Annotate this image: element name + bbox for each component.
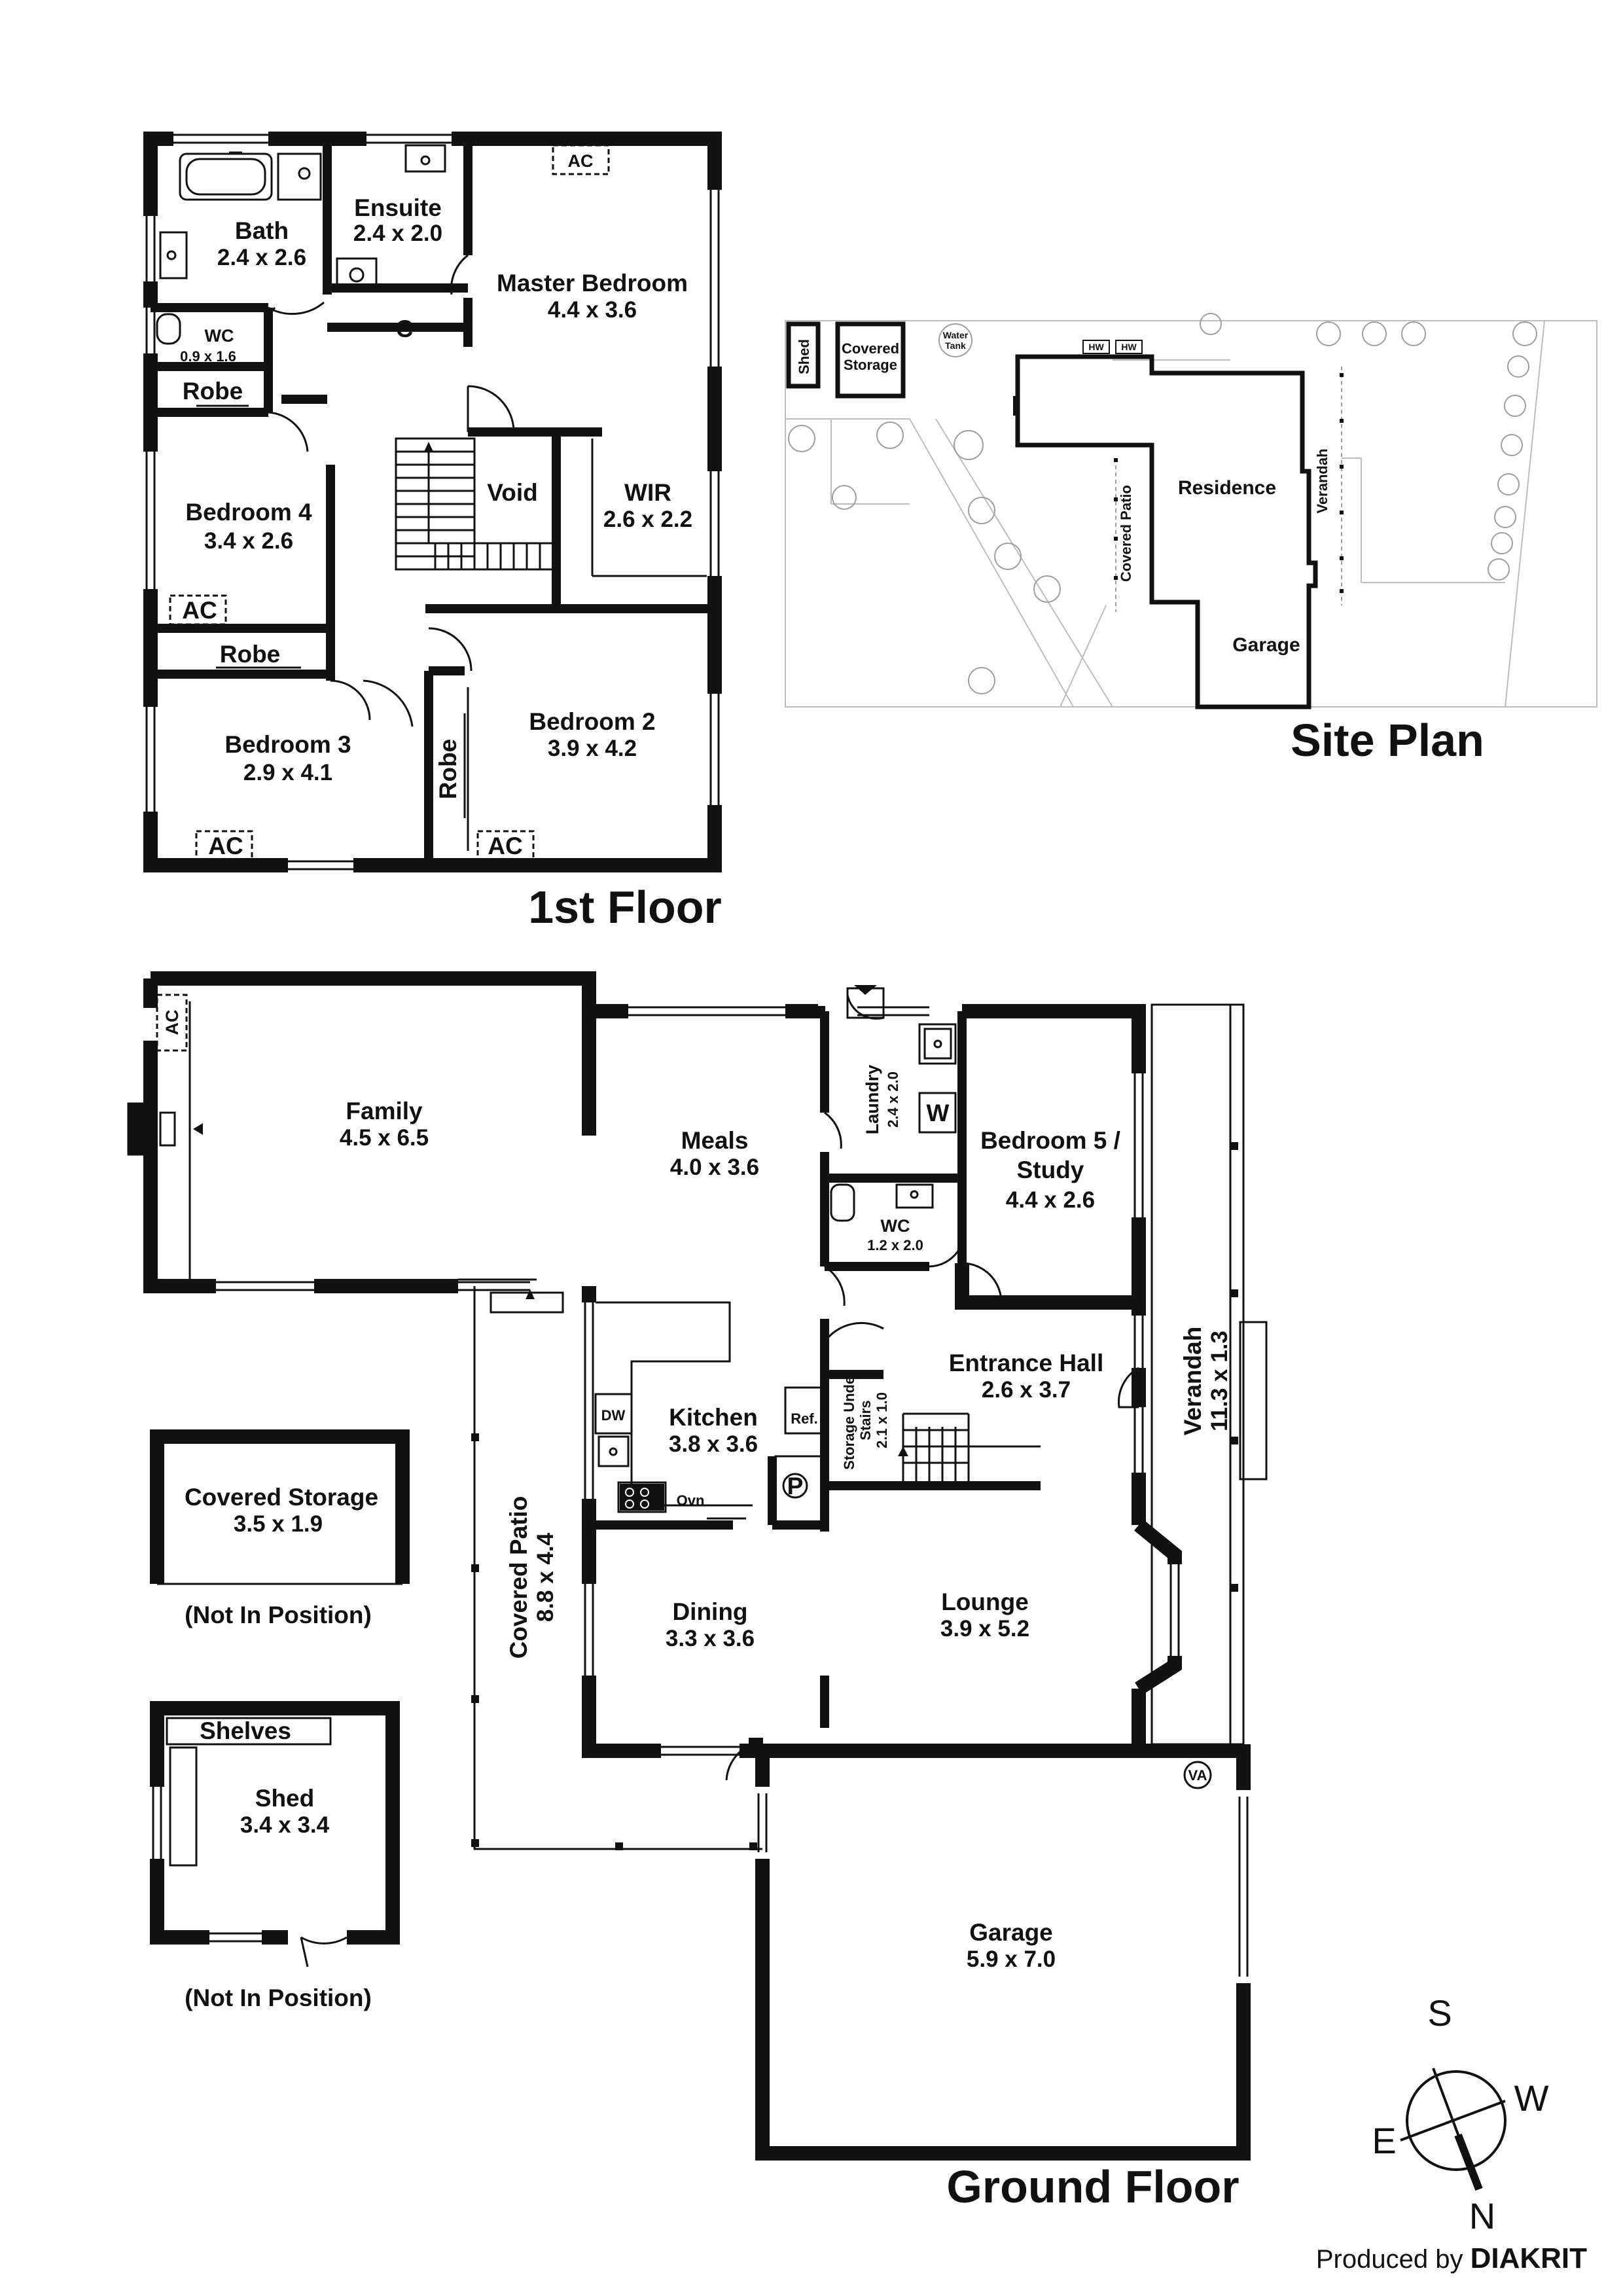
room-verandah-name: Verandah <box>1179 1327 1206 1436</box>
room-patio-dim: 8.8 x 4.4 <box>533 1532 558 1622</box>
room-meals-name: Meals <box>681 1127 749 1154</box>
room-dining-dim: 3.3 x 3.6 <box>666 1626 755 1651</box>
room-bed3-dim: 2.9 x 4.1 <box>243 760 332 785</box>
site-plan: Shed Covered Storage Water Tank HW HW Re… <box>785 313 1597 766</box>
shed-note: (Not In Position) <box>185 1984 372 2011</box>
site-label-storage: Storage <box>844 357 897 373</box>
room-laundry-name: Laundry <box>863 1065 882 1135</box>
credit-prefix: Produced by <box>1316 2245 1471 2274</box>
ground-floor-title: Ground Floor <box>946 2161 1239 2212</box>
room-wc-dim: 1.2 x 2.0 <box>867 1237 923 1253</box>
label-pantry: P <box>787 1473 804 1499</box>
compass-w: W <box>1514 2077 1549 2119</box>
room-bed5-dim: 4.4 x 2.6 <box>1006 1187 1095 1213</box>
room-bath-dim: 2.4 x 2.6 <box>217 245 306 270</box>
room-lounge-dim: 3.9 x 5.2 <box>940 1616 1029 1641</box>
room-w-name: W <box>927 1100 950 1126</box>
shed-dim: 3.4 x 3.4 <box>240 1812 330 1838</box>
credit-line: Produced by DIAKRIT <box>1316 2242 1587 2274</box>
credit-brand: DIAKRIT <box>1471 2242 1588 2274</box>
room-family-dim: 4.5 x 6.5 <box>340 1125 429 1151</box>
room-wc-name: WC <box>881 1216 910 1236</box>
room-void-name: Void <box>487 479 537 506</box>
room-bed2-name: Bedroom 2 <box>529 708 655 735</box>
site-label-shed: Shed <box>796 339 812 374</box>
label-ovn: Ovn <box>677 1492 705 1509</box>
room-robe2-name: Robe <box>435 739 461 800</box>
ac-label-bed3: AC <box>208 833 243 859</box>
covered-storage-dim: 3.5 x 1.9 <box>234 1511 323 1537</box>
ground-floor-plan <box>127 971 1268 2161</box>
site-plan-title: Site Plan <box>1291 715 1484 766</box>
label-ref: Ref. <box>791 1410 818 1427</box>
room-kitchen-dim: 3.8 x 3.6 <box>669 1431 758 1457</box>
room-master-name: Master Bedroom <box>497 270 688 296</box>
room-bed2-dim: 3.9 x 4.2 <box>548 736 637 761</box>
first-floor-plan <box>143 131 722 873</box>
site-label-tank: Tank <box>945 340 966 351</box>
room-bed3-name: Bedroom 3 <box>224 731 351 758</box>
room-family-name: Family <box>346 1098 423 1124</box>
label-va: VA <box>1188 1767 1207 1784</box>
site-label-hw-1: HW <box>1088 342 1104 352</box>
room-storage-name-2: Stairs <box>857 1400 874 1440</box>
room-bed5-name-2: Study <box>1017 1157 1084 1183</box>
room-entrance-dim: 2.6 x 3.7 <box>982 1377 1071 1403</box>
room-bed4-name: Bedroom 4 <box>185 499 312 526</box>
room-storage-dim: 2.1 x 1.0 <box>874 1392 890 1448</box>
site-label-residence: Residence <box>1178 477 1276 499</box>
room-wc-name: WC <box>205 326 234 346</box>
compass-e: E <box>1372 2120 1396 2161</box>
shed-shelves: Shelves <box>200 1717 291 1744</box>
ac-label-bed4: AC <box>182 597 217 624</box>
room-robe4-name: Robe <box>183 378 243 404</box>
room-storage-name-1: Storage Under <box>841 1371 857 1470</box>
room-robe3-name: Robe <box>220 641 281 668</box>
room-c-name: C <box>396 315 414 342</box>
room-dining-name: Dining <box>672 1598 747 1625</box>
room-garage-dim: 5.9 x 7.0 <box>967 1946 1056 1972</box>
compass-n: N <box>1469 2195 1495 2236</box>
room-bed4-dim: 3.4 x 2.6 <box>204 528 293 554</box>
covered-storage-name: Covered Storage <box>185 1484 378 1511</box>
room-lounge-name: Lounge <box>941 1588 1029 1615</box>
room-ensuite-dim: 2.4 x 2.0 <box>353 221 442 246</box>
room-entrance-name: Entrance Hall <box>949 1350 1103 1376</box>
label-dw: DW <box>601 1407 626 1424</box>
compass: S W E N <box>1372 1992 1548 2236</box>
compass-s: S <box>1427 1992 1452 2034</box>
room-meals-dim: 4.0 x 3.6 <box>670 1155 759 1180</box>
ac-label-bed2: AC <box>488 833 522 859</box>
room-laundry-dim: 2.4 x 2.0 <box>885 1071 901 1128</box>
ac-label-master: AC <box>568 151 594 171</box>
site-label-covered-patio: Covered Patio <box>1118 485 1134 582</box>
ground-ac-label: AC <box>162 1010 182 1035</box>
room-wc-dim: 0.9 x 1.6 <box>180 348 236 365</box>
first-floor-labels: Bath 2.4 x 2.6 Ensuite 2.4 x 2.0 Master … <box>180 151 722 933</box>
ground-floor-labels: AC Family 4.5 x 6.5 Meals 4.0 x 3.6 Laun… <box>162 1010 1240 2213</box>
outbuildings: Covered Storage 3.5 x 1.9 (Not In Positi… <box>149 1429 410 2011</box>
room-wir-name: WIR <box>624 479 671 506</box>
room-bath-name: Bath <box>235 217 289 244</box>
room-patio-name: Covered Patio <box>505 1496 532 1659</box>
covered-storage-note: (Not In Position) <box>185 1602 372 1628</box>
site-label-hw-2: HW <box>1121 342 1137 352</box>
first-floor-title: 1st Floor <box>528 882 722 933</box>
shed-name: Shed <box>255 1785 314 1812</box>
room-wir-dim: 2.6 x 2.2 <box>603 507 692 532</box>
room-verandah-dim: 11.3 x 1.3 <box>1207 1331 1232 1431</box>
site-label-verandah: Verandah <box>1314 448 1330 513</box>
room-master-dim: 4.4 x 3.6 <box>548 297 637 323</box>
room-garage-name: Garage <box>969 1919 1053 1946</box>
site-label-garage: Garage <box>1232 634 1300 656</box>
site-label-water: Water <box>943 330 969 340</box>
room-ensuite-name: Ensuite <box>354 194 442 221</box>
site-label-covered: Covered <box>842 340 899 357</box>
room-bed5-name-1: Bedroom 5 / <box>980 1127 1120 1154</box>
room-kitchen-name: Kitchen <box>669 1404 758 1431</box>
